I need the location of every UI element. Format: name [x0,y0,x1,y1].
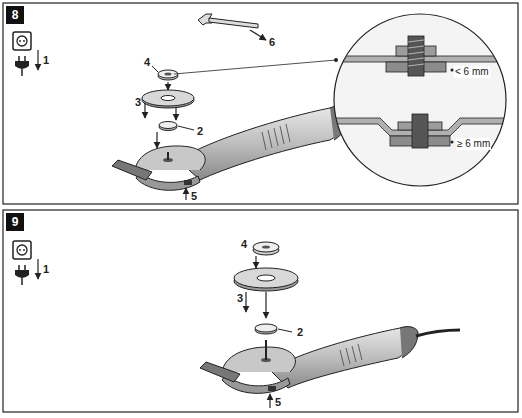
inset-detail [330,14,510,186]
angle-grinder [200,327,460,408]
callout-number: 3 [134,96,142,108]
backing-flange [159,122,194,131]
dimension: < 6 mm [454,66,490,78]
figure-number: 8 [12,8,19,22]
detail-pointer [174,60,336,74]
callout-number: 2 [196,125,204,137]
figure-number: 9 [12,215,19,229]
callout-number: 4 [143,56,151,68]
unplug-symbol [13,32,38,76]
figure-number-tab: 8 [6,6,24,24]
dimension: ≥ 6 mm [456,138,491,150]
inset-frame [334,14,506,186]
unplug-symbol [13,241,38,285]
callout-number: 3 [236,292,244,304]
callout-number: 2 [296,326,304,338]
step-number: 1 [42,54,50,66]
backing-flange [255,324,292,334]
disc [142,90,194,118]
callout-number: 5 [274,396,282,408]
disc [234,268,298,291]
clamping-nut [253,242,279,255]
step-number: 1 [42,263,50,275]
panel-frame [3,210,518,412]
callout-number: 6 [268,36,276,48]
panel-frame [3,3,518,204]
clamping-nut [152,66,178,80]
callout-number: 4 [240,238,248,250]
callout-number: 5 [190,190,198,202]
figure-number-tab: 9 [6,213,24,231]
wrench [198,14,266,40]
